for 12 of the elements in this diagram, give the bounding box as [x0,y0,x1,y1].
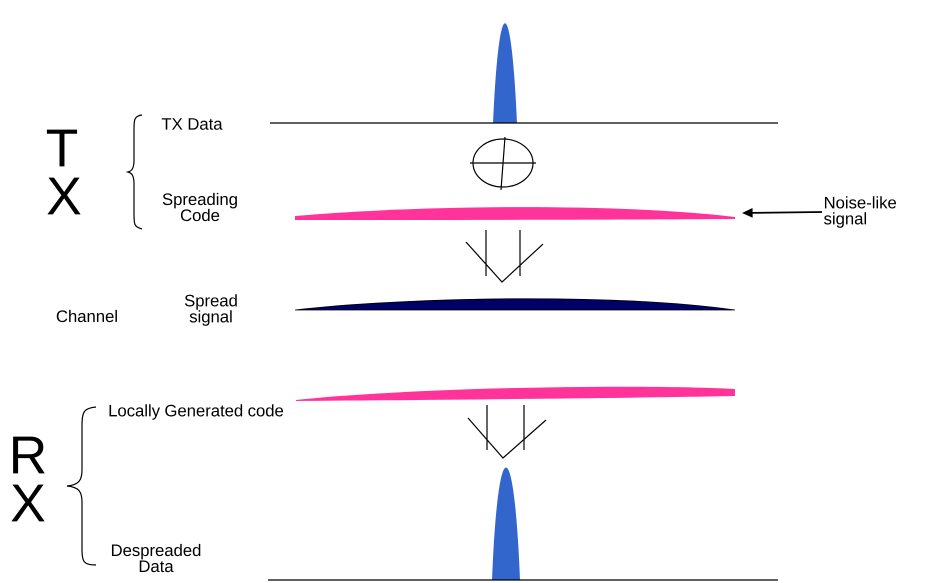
large-letter: X [47,178,81,214]
text-label: Channel [56,310,117,322]
text-label: TX Data [162,118,223,130]
callout-text: Noise-like signal [824,196,896,228]
text-label: Locally Generated code [110,404,284,420]
text-label: Spread signal [184,294,237,326]
text-label: Despreaded Data [112,544,200,572]
large-letter: T [46,130,78,166]
large-letter: R [13,436,45,474]
large-letter: X [11,484,45,522]
text-label: Spreading Code [162,192,237,222]
waveform [295,207,735,220]
